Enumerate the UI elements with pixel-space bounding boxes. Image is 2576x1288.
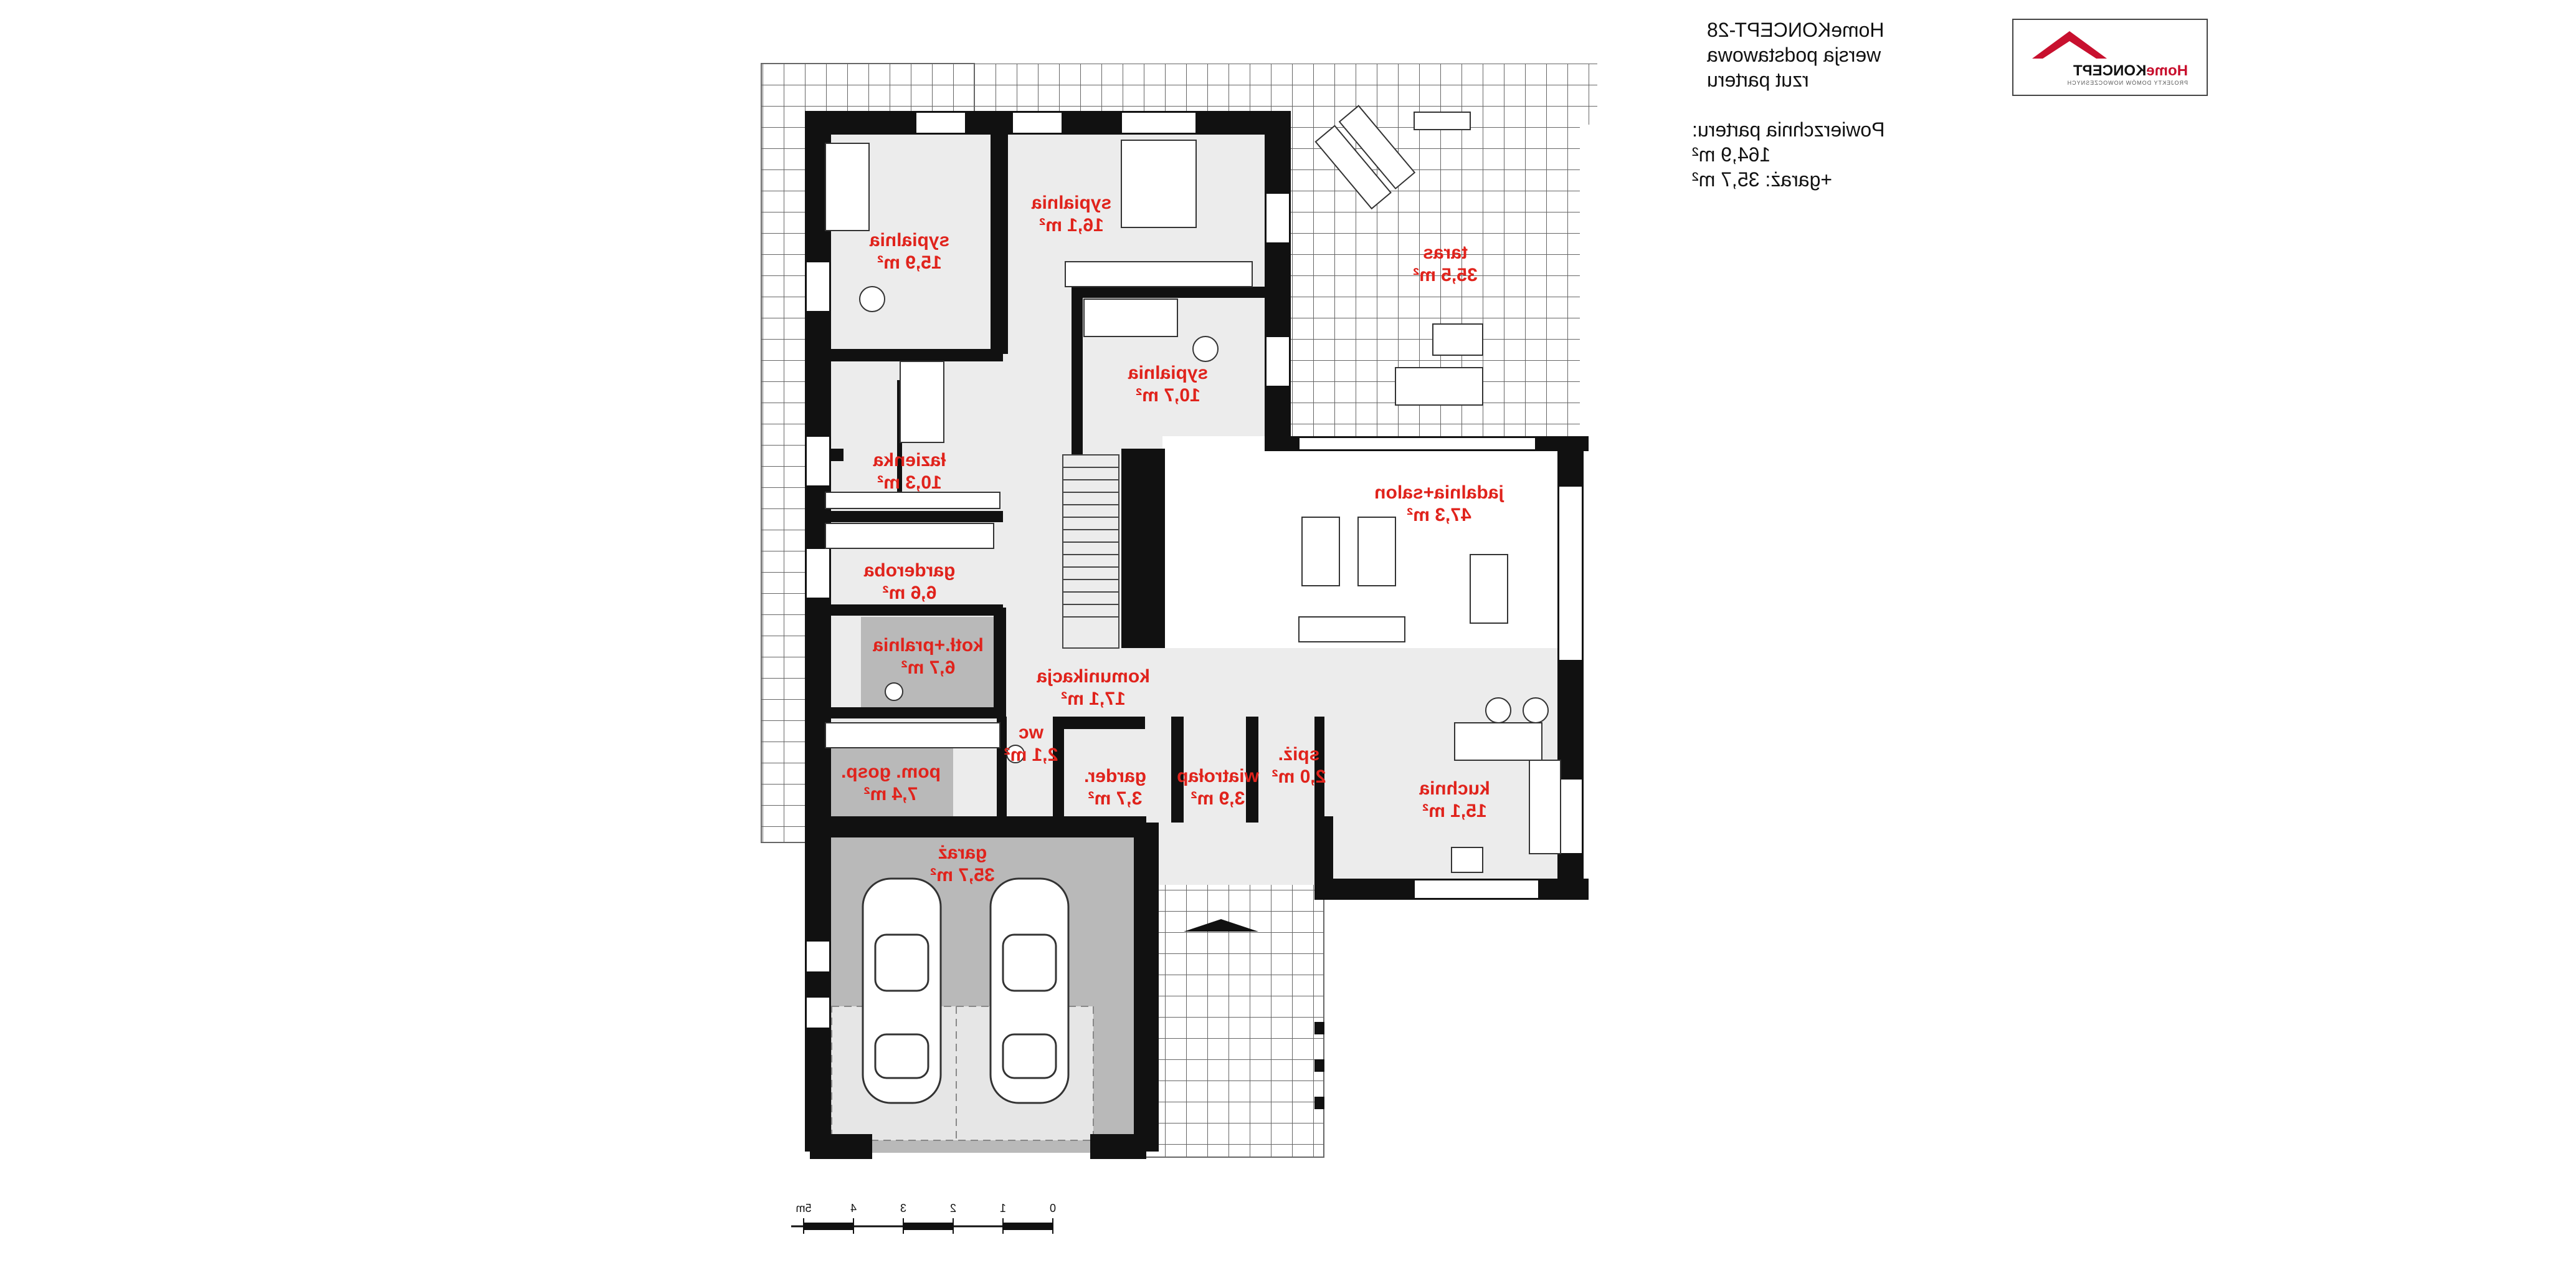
room-name: garder. xyxy=(1084,766,1146,786)
scale-tick: 4 xyxy=(850,1202,857,1214)
room-area: 6,6 m² xyxy=(883,583,937,603)
project-view: rzut parteru xyxy=(1707,69,1810,91)
room-labels: sypialnia 15,9 m² sypialnia 16,1 m² tara… xyxy=(841,193,1504,885)
room-area: 2,1 m² xyxy=(1004,745,1058,765)
entrance-marker xyxy=(1184,919,1258,932)
cars xyxy=(862,877,1070,1104)
interior-floors xyxy=(810,118,1580,1153)
room-name: taras xyxy=(1423,242,1468,263)
scale-tick: 1 xyxy=(1000,1202,1006,1214)
staircase xyxy=(1062,454,1119,649)
room-area: 6,7 m² xyxy=(901,657,956,678)
project-name: HomeKONCEPT-28 xyxy=(1707,19,1884,41)
room-name: kotł.+pralnia xyxy=(873,635,984,656)
room-lazienka: łazienka 10,3 m² xyxy=(873,450,946,493)
room-area: 35,5 m² xyxy=(1413,265,1477,285)
scale-tick: 3 xyxy=(900,1202,906,1214)
ground-area-label: Powierzchnia parteru: xyxy=(1691,118,1884,141)
room-kuchnia: kuchnia 15,1 m² xyxy=(1419,778,1490,821)
room-sypialnia-2: sypialnia 16,1 m² xyxy=(1031,193,1111,236)
room-area: 15,1 m² xyxy=(1422,801,1486,821)
room-kotl-pralnia: kotł.+pralnia 6,7 m² xyxy=(873,635,984,678)
room-name: jadalnia+salon xyxy=(1374,482,1504,503)
room-name: sypialnia xyxy=(1031,193,1111,213)
room-area: 10,7 m² xyxy=(1136,385,1200,406)
room-name: garderoba xyxy=(863,560,955,581)
scale-bar: 0 1 2 3 4 5m xyxy=(791,1202,1056,1234)
garage-area-value: +garaż: 35,7 m² xyxy=(1691,168,1832,191)
windows xyxy=(806,112,1583,1029)
scale-tick: 0 xyxy=(1050,1202,1056,1214)
logo-tagline: PROJEKTY DOMÓW NOWOCZESNYCH xyxy=(2066,80,2188,86)
room-pom-gosp: pom. gosp. 7,4 m² xyxy=(841,761,941,804)
room-wc: wc 2,1 m² xyxy=(1004,722,1058,765)
room-garder: garder. 3,7 m² xyxy=(1084,766,1146,809)
room-area: 47,3 m² xyxy=(1407,505,1471,525)
room-jadalnia-salon: jadalnia+salon 47,3 m² xyxy=(1374,482,1504,525)
room-name: spiż. xyxy=(1278,744,1320,765)
room-name: garaż xyxy=(938,842,987,863)
area-info: Powierzchnia parteru: 164,9 m² +garaż: 3… xyxy=(1692,117,1884,192)
roof-inner-icon xyxy=(2041,41,2098,60)
room-area: 16,1 m² xyxy=(1039,215,1103,236)
room-area: 7,4 m² xyxy=(864,784,918,804)
scale-tick: 5m xyxy=(796,1202,811,1214)
room-area: 3,9 m² xyxy=(1191,788,1245,809)
room-garaz: garaż 35,7 m² xyxy=(930,842,994,885)
room-sypialnia-1: sypialnia 15,9 m² xyxy=(869,230,949,273)
room-komunikacja: komunikacja 17,1 m² xyxy=(1037,666,1150,709)
room-area: 17,1 m² xyxy=(1061,689,1125,709)
room-area: 2,0 m² xyxy=(1272,766,1326,787)
company-logo: HomeKONCEPT PROJEKTY DOMÓW NOWOCZESNYCH xyxy=(2012,19,2208,96)
logo-brand-koncept: KONCEPT xyxy=(2073,62,2147,79)
room-name: kuchnia xyxy=(1419,778,1490,799)
logo-brand-home: Home xyxy=(2146,62,2188,79)
room-area: 35,7 m² xyxy=(930,865,994,885)
room-name: wiatrołap xyxy=(1177,766,1260,786)
room-area: 10,3 m² xyxy=(877,472,941,493)
project-version: wersja podstawowa xyxy=(1707,44,1881,66)
room-garderoba: garderoba 6,6 m² xyxy=(863,560,955,603)
room-taras: taras 35,5 m² xyxy=(1413,242,1477,285)
logo-brand: HomeKONCEPT xyxy=(2073,62,2188,80)
room-name: wc xyxy=(1019,722,1044,743)
facade-markers xyxy=(1314,1022,1324,1109)
room-spiz: spiż. 2,0 m² xyxy=(1272,744,1326,787)
project-info: HomeKONCEPT-28 wersja podstawowa rzut pa… xyxy=(1707,17,1884,92)
room-name: łazienka xyxy=(873,450,946,470)
room-sypialnia-3: sypialnia 10,7 m² xyxy=(1128,363,1208,406)
furniture xyxy=(825,105,1561,873)
room-area: 15,9 m² xyxy=(877,252,941,273)
room-name: sypialnia xyxy=(869,230,949,250)
room-name: sypialnia xyxy=(1128,363,1208,383)
room-name: pom. gosp. xyxy=(841,761,941,782)
scale-tick: 2 xyxy=(950,1202,956,1214)
room-name: komunikacja xyxy=(1037,666,1150,687)
room-wiatrolap: wiatrołap 3,9 m² xyxy=(1177,766,1260,809)
ground-area-value: 164,9 m² xyxy=(1691,143,1770,166)
room-area: 3,7 m² xyxy=(1088,788,1143,809)
